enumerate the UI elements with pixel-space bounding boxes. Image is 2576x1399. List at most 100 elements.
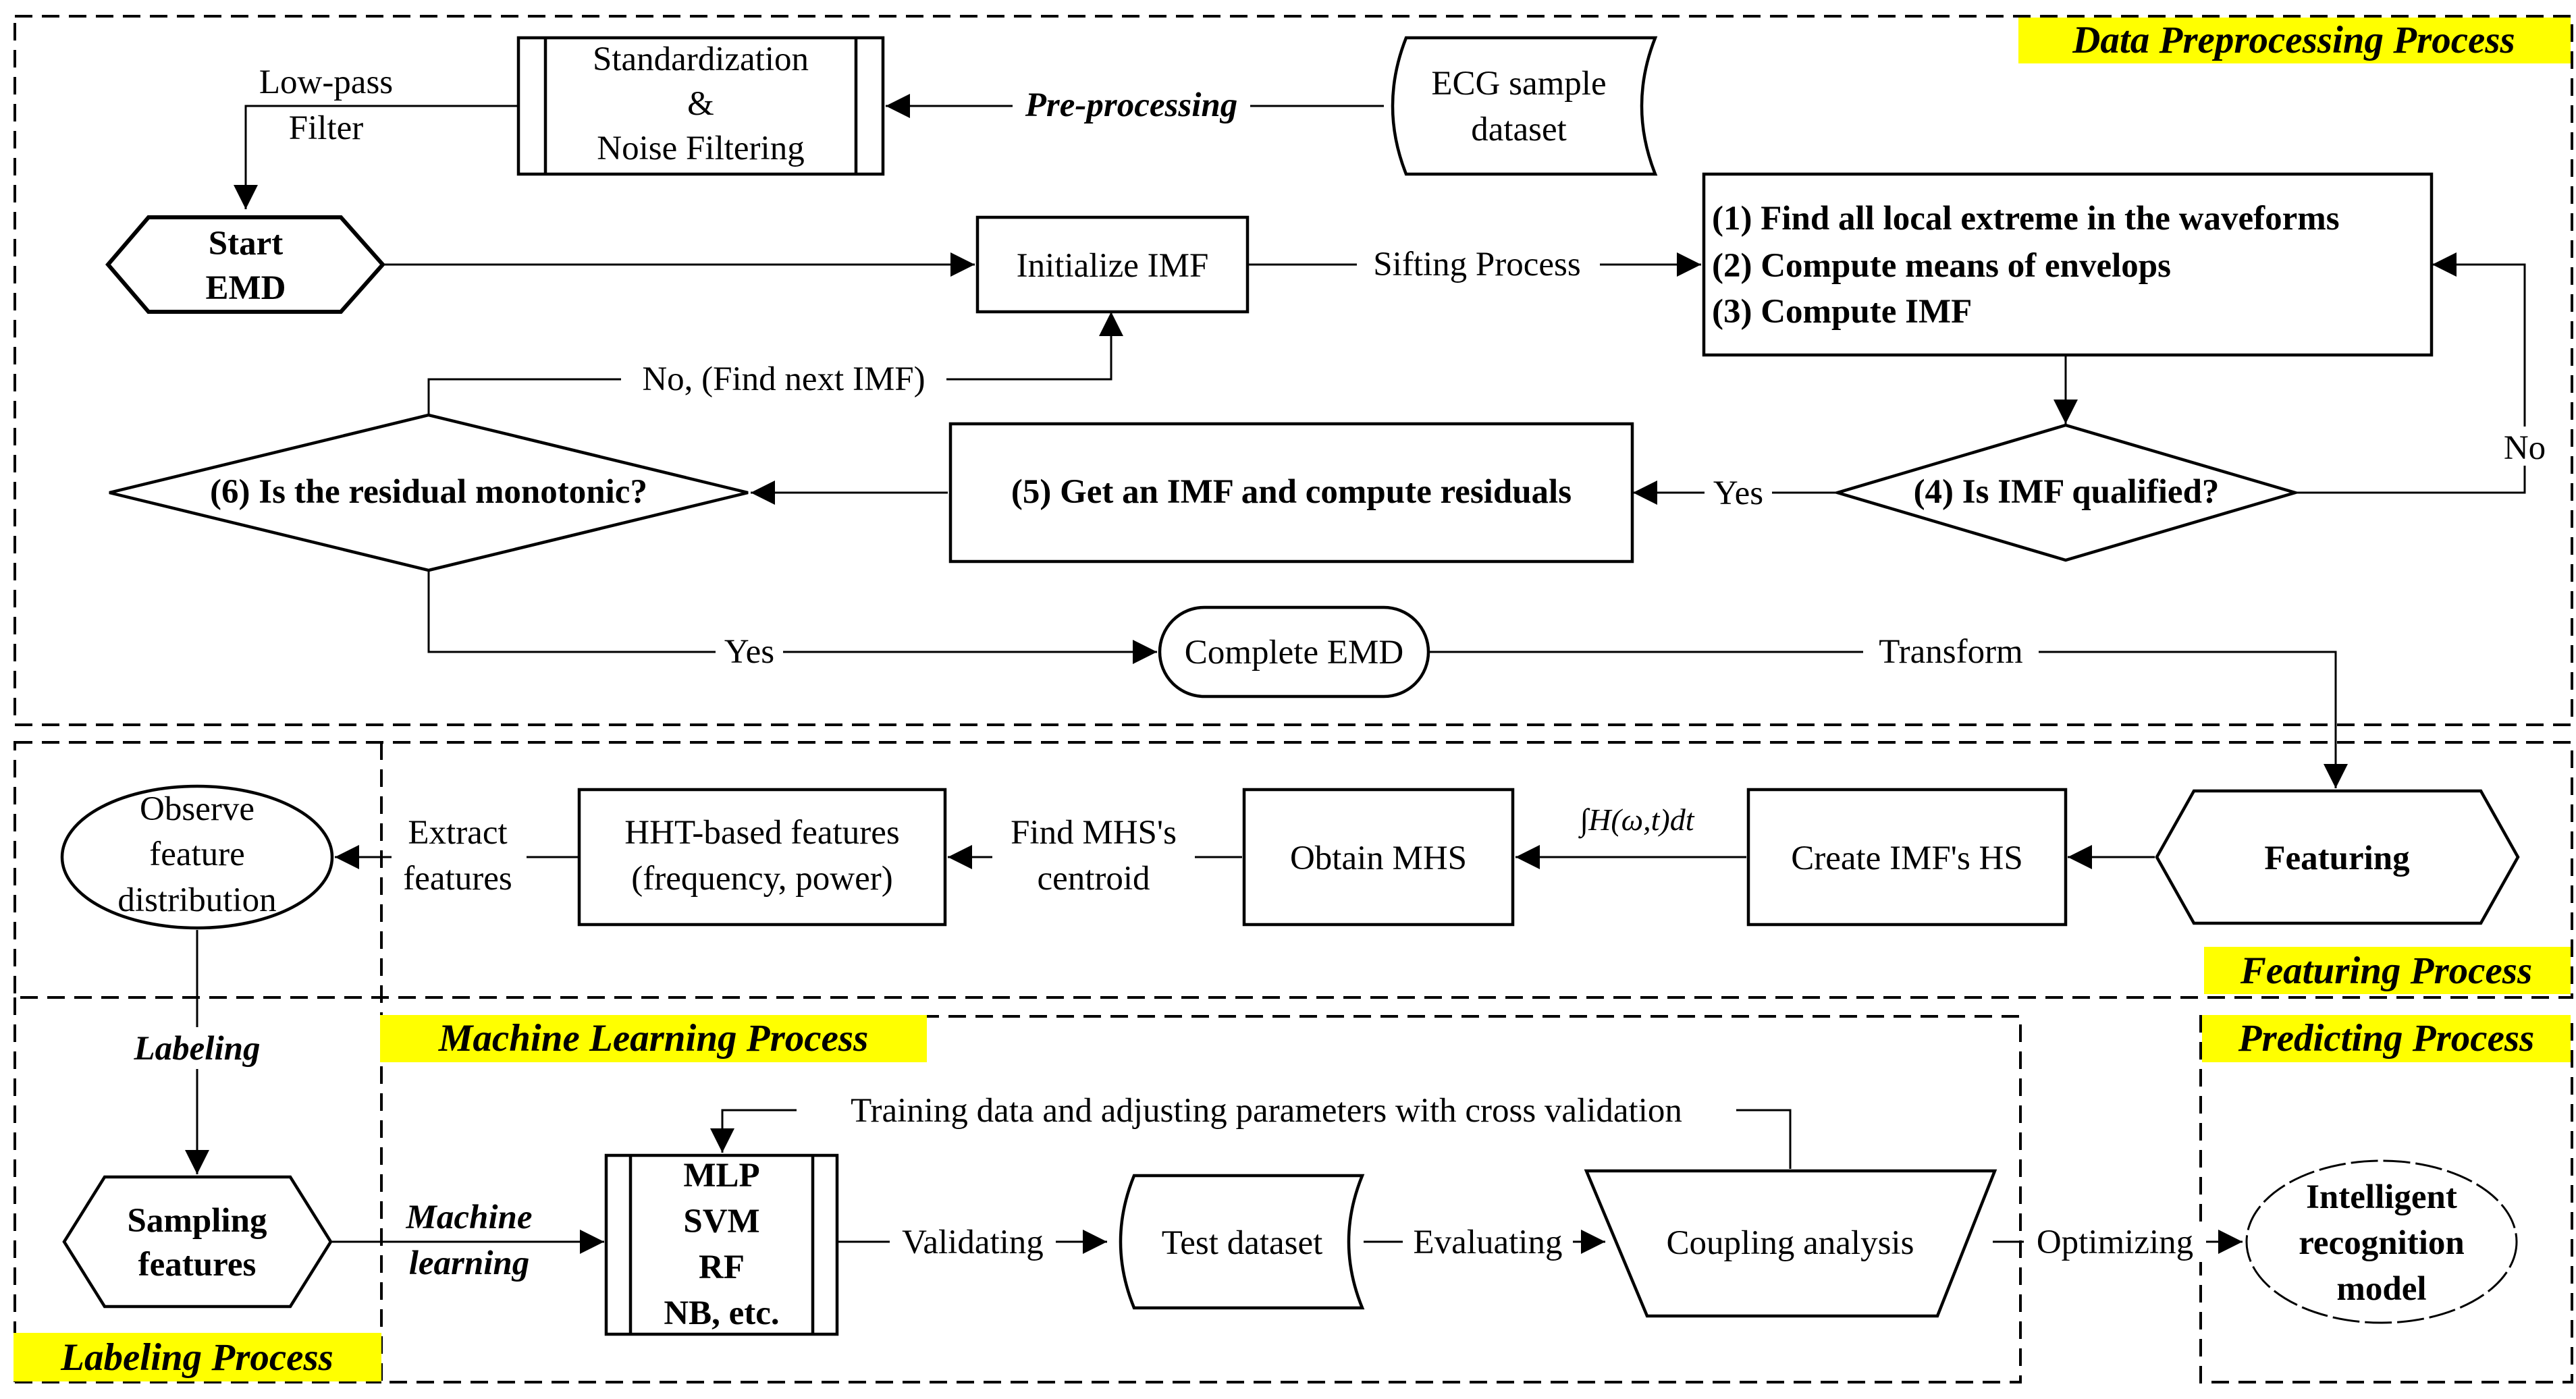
label-low-pass-line1: Low-pass [259, 63, 393, 101]
node-featuring-label: Featuring [2264, 840, 2409, 877]
node-obtain-mhs [1242, 788, 1515, 927]
node-start-emd-line2: EMD [206, 269, 286, 307]
predicting-title: Predicting Process [2238, 1017, 2535, 1060]
node-featuring [2155, 789, 2520, 925]
label-bg-pre-processing [1013, 84, 1250, 125]
node-standardization-line3: Noise Filtering [597, 130, 804, 167]
node-sampling-line2: features [138, 1246, 257, 1284]
node-get-imf [948, 422, 1634, 564]
machine-learning-title: Machine Learning Process [438, 1017, 869, 1060]
label-machine-learning-line2: learning [409, 1244, 530, 1282]
edge-no-qualified [2295, 252, 2526, 494]
label-bg-extract-features [392, 813, 527, 901]
node-is-residual-monotonic [109, 413, 749, 572]
node-hht-features [577, 788, 947, 927]
label-bg-validating [890, 1222, 1056, 1262]
data-preprocessing-region [14, 15, 2573, 726]
node-is-imf-qualified-label: (4) Is IMF qualified? [1914, 473, 2220, 511]
label-no-find-next: No, (Find next IMF) [642, 360, 925, 398]
label-no-right: No [2504, 429, 2546, 467]
label-bg-find-centroid [992, 813, 1195, 901]
node-observe-distribution [60, 784, 334, 930]
node-observe-line2: feature [149, 835, 245, 873]
label-integral: ∫H(ω,t)dt [1578, 802, 1695, 839]
node-sampling-line1: Sampling [128, 1202, 267, 1240]
node-test-dataset [1119, 1174, 1365, 1310]
label-bg-no-find-next [621, 359, 946, 400]
node-standardization [516, 36, 885, 176]
node-hht-features-line2: (frequency, power) [631, 860, 892, 898]
node-sifting-step-1: (1) Find all local extreme in the wavefo… [1712, 200, 2340, 238]
node-intelligent-model [2245, 1159, 2518, 1324]
node-ecg-dataset-line1: ECG sample [1431, 65, 1606, 103]
machine-learning-tag [380, 1015, 927, 1062]
node-sifting-steps [1702, 172, 2434, 357]
label-find-centroid-line2: centroid [1037, 860, 1150, 898]
node-models-line3: RF [699, 1249, 745, 1286]
predicting-region [2199, 1015, 2573, 1383]
label-bg-sifting [1357, 244, 1600, 285]
edge-low-pass-filter [234, 105, 518, 209]
node-models-line4: NB, etc. [664, 1294, 779, 1332]
node-intelligent-line2: recognition [2299, 1224, 2465, 1262]
node-models-line2: SVM [683, 1203, 759, 1240]
label-bg-training [797, 1090, 1736, 1130]
label-pre-processing: Pre-processing [1025, 86, 1237, 124]
node-get-imf-label: (5) Get an IMF and compute residuals [1011, 473, 1572, 511]
featuring-tag [2204, 947, 2571, 994]
label-find-centroid-line1: Find MHS's [1011, 814, 1177, 852]
labeling-title: Labeling Process [60, 1336, 333, 1379]
machine-learning-region [380, 1015, 2022, 1383]
label-labeling: Labeling [134, 1030, 261, 1068]
node-coupling-analysis [1584, 1169, 1997, 1318]
node-start-emd-line1: Start [209, 225, 283, 263]
node-intelligent-line3: model [2336, 1270, 2426, 1308]
label-machine-learning-line1: Machine [405, 1199, 532, 1236]
node-create-imf-hs-label: Create IMF's HS [1791, 840, 2023, 877]
node-observe-line1: Observe [140, 790, 254, 828]
label-extract-line2: features [403, 860, 512, 898]
label-bg-optimizing [2024, 1222, 2206, 1262]
featuring-region [14, 741, 2573, 999]
node-initialize-imf [975, 215, 1250, 314]
node-standardization-line1: Standardization [593, 40, 809, 78]
label-sifting-process: Sifting Process [1373, 246, 1580, 283]
node-is-residual-monotonic-label: (6) Is the residual monotonic? [210, 473, 647, 511]
node-test-dataset-label: Test dataset [1162, 1224, 1323, 1262]
node-models-line1: MLP [683, 1157, 759, 1195]
node-start-emd [105, 215, 386, 314]
node-sifting-step-3: (3) Compute IMF [1712, 293, 1972, 331]
node-observe-line3: distribution [117, 881, 276, 919]
node-create-imf-hs [1746, 788, 2068, 927]
data-preprocessing-title: Data Preprocessing Process [2072, 19, 2515, 61]
node-hht-features-line1: HHT-based features [624, 814, 899, 852]
label-training-data: Training data and adjusting parameters w… [851, 1092, 1682, 1130]
node-complete-emd-label: Complete EMD [1185, 634, 1403, 671]
node-intelligent-line1: Intelligent [2306, 1178, 2457, 1216]
label-bg-no-right [2498, 427, 2552, 466]
node-ecg-dataset-line2: dataset [1471, 111, 1567, 148]
label-bg-yes-mid [1705, 472, 1772, 513]
predicting-tag [2202, 1015, 2571, 1062]
label-extract-line1: Extract [408, 814, 507, 852]
node-obtain-mhs-label: Obtain MHS [1290, 840, 1467, 877]
label-low-pass-line2: Filter [289, 109, 364, 147]
node-sampling-features [62, 1175, 333, 1309]
labeling-tag [14, 1333, 381, 1381]
label-bg-yes-bottom [716, 632, 783, 672]
label-validating: Validating [902, 1224, 1044, 1261]
label-bg-labeling [122, 1027, 273, 1069]
label-yes-mid: Yes [1713, 474, 1763, 512]
featuring-title: Featuring Process [2240, 950, 2532, 992]
label-evaluating: Evaluating [1414, 1224, 1563, 1261]
node-standardization-line2: & [687, 85, 714, 123]
data-preprocessing-tag [2018, 18, 2571, 63]
label-transform: Transform [1879, 633, 2022, 671]
node-is-imf-qualified [1832, 423, 2301, 562]
edge-transform [1428, 651, 2348, 788]
node-models [604, 1153, 839, 1336]
node-ecg-dataset [1391, 36, 1658, 176]
node-sifting-step-2: (2) Compute means of envelops [1712, 247, 2171, 285]
node-initialize-imf-label: Initialize IMF [1017, 247, 1209, 285]
